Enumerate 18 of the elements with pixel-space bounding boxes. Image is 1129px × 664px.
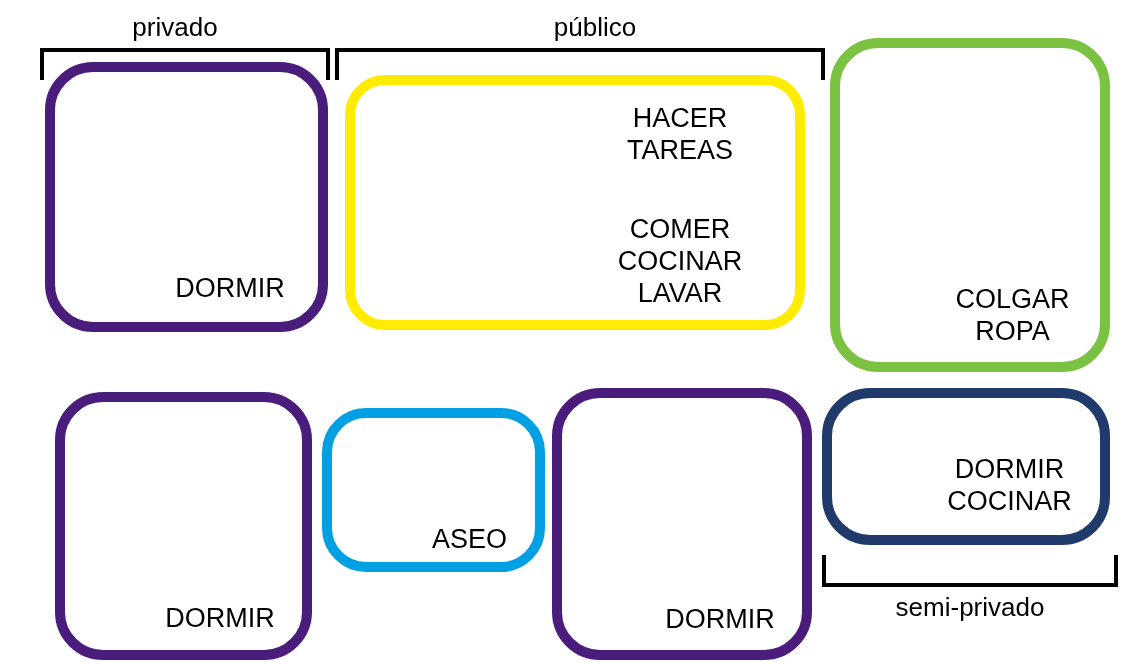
room-box [830,38,1110,372]
activity-label: ASEO [431,523,508,555]
room-box [345,75,805,330]
group-label: privado [131,12,219,42]
activity-label: DORMIR [174,272,286,304]
room-box [822,388,1110,545]
activity-label: COMER COCINAR LAVAR [616,213,744,309]
activity-label: DORMIR COCINAR [946,453,1073,517]
room-box [55,392,312,660]
activity-label: COLGAR ROPA [954,283,1071,347]
room-box [552,388,812,660]
activity-label: DORMIR [664,603,776,635]
group-label: público [552,12,638,42]
room-box [322,408,545,572]
group-label: semi-privado [894,592,1046,622]
activity-label: HACER TAREAS [626,102,734,166]
room-box [45,62,328,332]
activity-label: DORMIR [164,602,276,634]
